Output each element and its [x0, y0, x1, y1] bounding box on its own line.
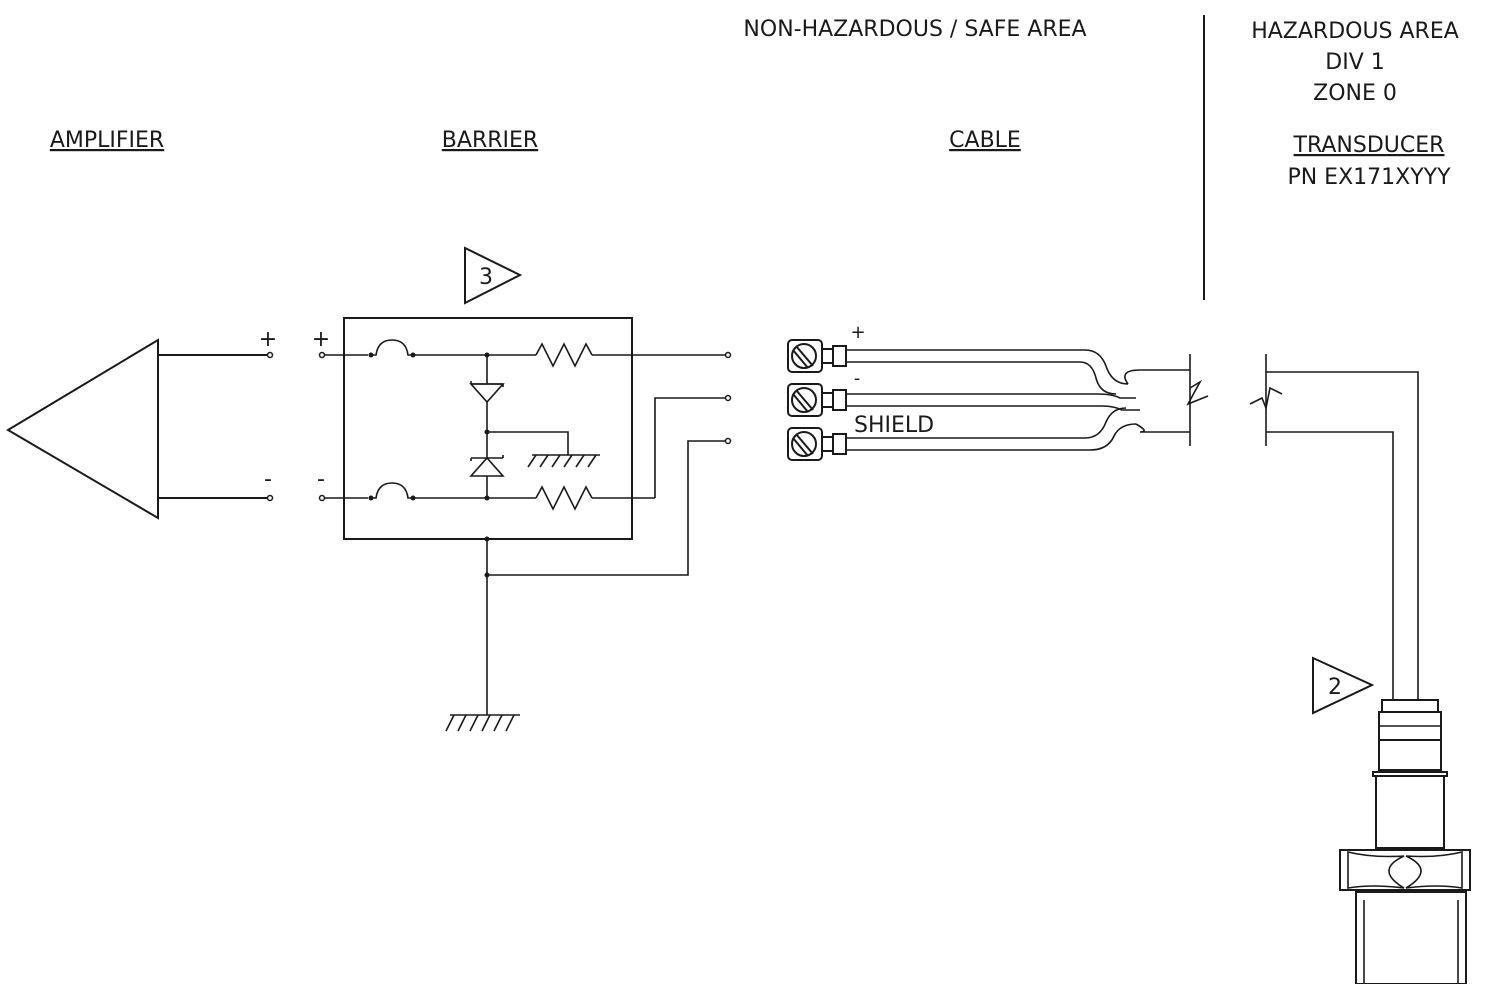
barrier-box: [318, 317, 732, 540]
cable-conductors: [846, 349, 1283, 451]
division-label: DIV 1: [1325, 50, 1384, 75]
cable-minus-label: -: [854, 368, 861, 389]
hazardous-area-label: HAZARDOUS AREA: [1251, 19, 1459, 44]
transducer-label: TRANSDUCER: [1293, 133, 1445, 158]
barrier-minus-label: -: [317, 467, 325, 492]
note-2-flag: [1312, 656, 1375, 715]
transducer-cable: [1266, 371, 1419, 700]
terminal-screw-plus: [787, 339, 847, 373]
terminal-screw-shield: [787, 427, 847, 461]
transducer-part-number: PN EX171XYYY: [1287, 165, 1451, 190]
amplifier-plus-label: +: [259, 327, 277, 352]
barrier-label: BARRIER: [442, 128, 538, 153]
amplifier-minus-label: -: [264, 467, 272, 492]
terminal-screw-minus: [787, 383, 847, 417]
barrier-plus-label: +: [312, 327, 330, 352]
cable-terminal-block: [787, 339, 847, 461]
transducer-body: [1339, 699, 1471, 984]
note-3-number: 3: [479, 265, 493, 290]
earth-ground-symbol: [445, 714, 520, 732]
cable-label: CABLE: [949, 128, 1021, 153]
note-2-number: 2: [1328, 675, 1342, 700]
amplifier-symbol: [6, 338, 274, 520]
safe-area-label: NON-HAZARDOUS / SAFE AREA: [743, 17, 1086, 42]
note-3-flag: [464, 246, 523, 305]
shield-ground-wiring: [484, 437, 732, 715]
zone-label: ZONE 0: [1313, 81, 1397, 106]
amplifier-label: AMPLIFIER: [50, 128, 164, 153]
cable-plus-label: +: [850, 322, 865, 343]
shield-label: SHIELD: [854, 413, 934, 438]
